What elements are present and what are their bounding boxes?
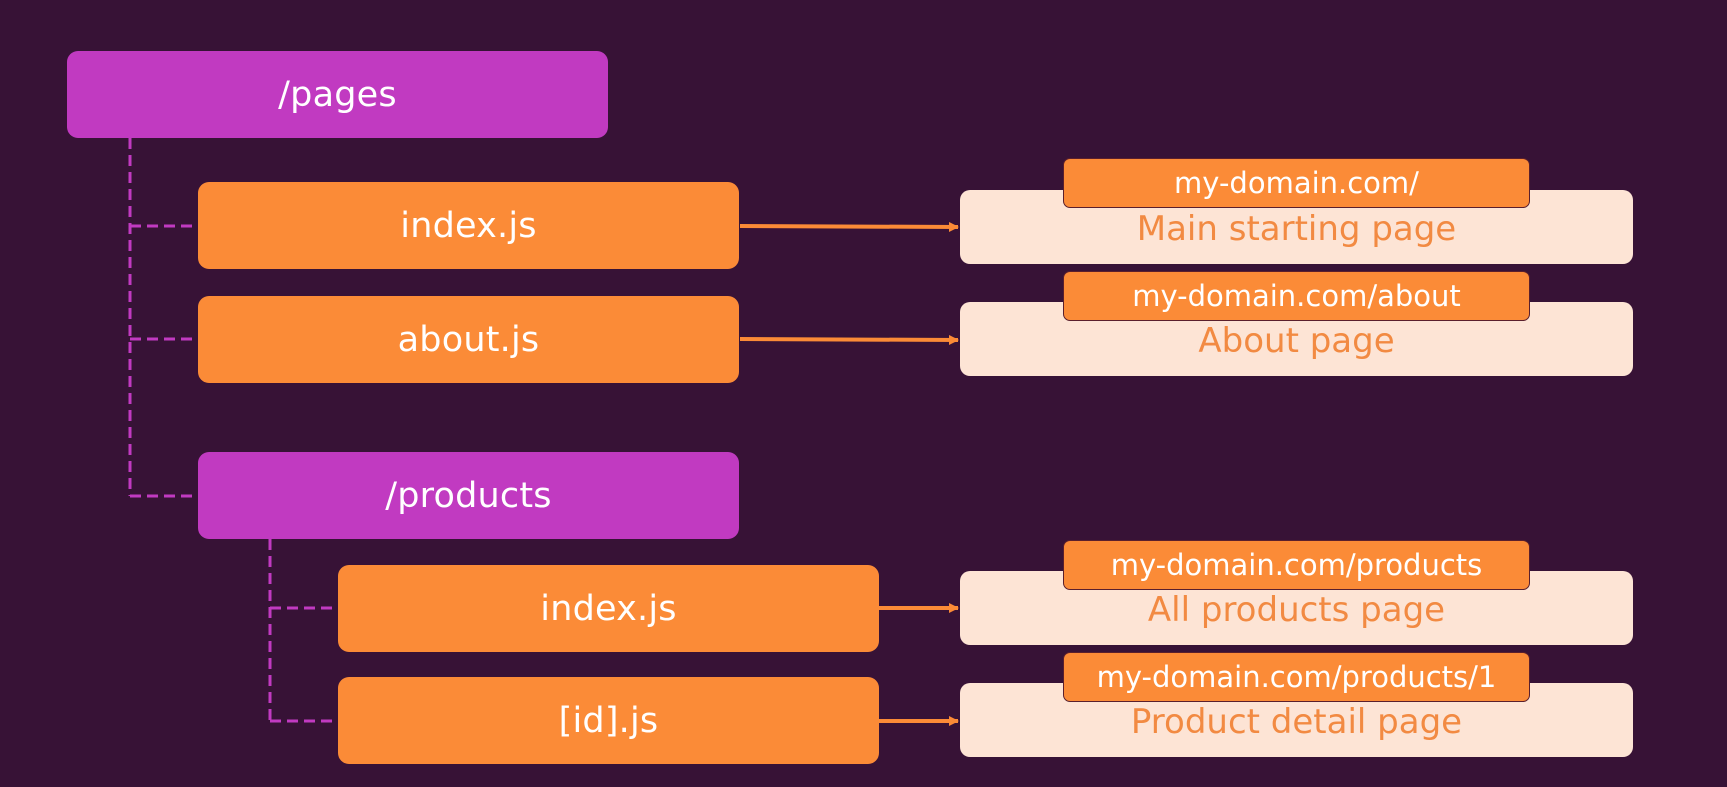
- route-url-about: my-domain.com/about: [1063, 271, 1530, 321]
- file-pages-about: about.js: [198, 296, 739, 383]
- file-products-id: [id].js: [338, 677, 879, 764]
- folder-pages-label: /pages: [278, 74, 397, 115]
- route-products-description: All products page: [1147, 589, 1446, 630]
- file-pages-index: index.js: [198, 182, 739, 269]
- route-about-description: About page: [1198, 320, 1395, 361]
- route-products-url: my-domain.com/products: [1110, 548, 1483, 582]
- route-url-main: my-domain.com/: [1063, 158, 1530, 208]
- route-product-detail-description: Product detail page: [1130, 701, 1463, 742]
- route-main-description: Main starting page: [1136, 208, 1457, 249]
- file-products-index-label: index.js: [540, 588, 677, 629]
- route-url-product-detail: my-domain.com/products/1: [1063, 652, 1530, 702]
- file-products-index: index.js: [338, 565, 879, 652]
- folder-pages: /pages: [67, 51, 608, 138]
- route-about-url: my-domain.com/about: [1132, 279, 1461, 313]
- file-products-id-label: [id].js: [558, 700, 659, 741]
- file-pages-about-label: about.js: [397, 319, 540, 360]
- folder-products-label: /products: [385, 475, 552, 516]
- arrow-pages-index: [739, 221, 959, 232]
- arrow-pages-about: [739, 334, 959, 345]
- route-main-url: my-domain.com/: [1174, 166, 1419, 200]
- route-product-detail-url: my-domain.com/products/1: [1096, 660, 1497, 694]
- route-url-products: my-domain.com/products: [1063, 540, 1530, 590]
- folder-products: /products: [198, 452, 739, 539]
- file-pages-index-label: index.js: [400, 205, 537, 246]
